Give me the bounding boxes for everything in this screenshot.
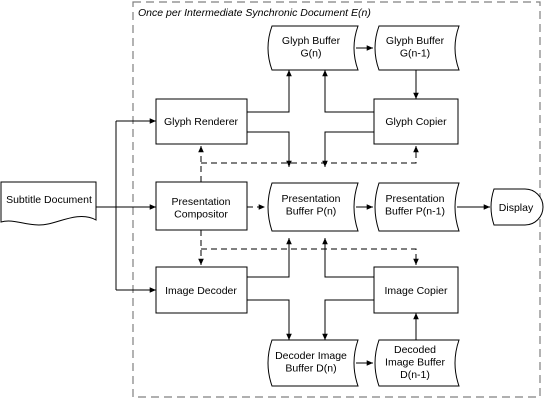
label-line: G(n-1) [400,48,430,60]
edge-renderer-to-glyph-buffer [247,70,292,113]
edge-copier-to-glyph-buffer [322,70,374,113]
label-line: Presentation [386,193,445,205]
label-line: Subtitle Document [6,194,92,206]
image-decoder-label: Image Decoder [165,285,237,297]
label-line: Buffer P(n-1) [385,206,445,218]
edge-decoder-to-decoder-buffer [247,299,292,340]
label-line: Display [499,202,534,214]
label-line: Glyph Renderer [164,116,239,128]
frame-title: Once per Intermediate Synchronic Documen… [138,7,371,19]
label-line: Buffer D(n) [285,363,336,375]
label-line: G(n) [301,48,322,60]
edge-renderer-to-presentation-buffer [247,131,292,167]
control-to-glyph-copier [201,146,419,164]
glyph-renderer-node: Glyph Renderer [155,98,248,145]
glyph-renderer-label: Glyph Renderer [164,116,239,128]
image-decoder-node: Image Decoder [155,266,248,314]
display-node: Display [490,188,544,226]
glyph-copier-node: Glyph Copier [373,98,459,145]
label-line: Decoded [394,344,436,356]
label-line: Image Decoder [165,285,237,297]
dashed-connectors [198,146,419,265]
image-copier-label: Image Copier [384,285,448,297]
control-to-image-copier [201,248,419,265]
display-label: Display [499,202,534,214]
subtitle-document-node: Subtitle Document [0,181,97,226]
label-line: Compositor [174,209,228,221]
label-line: Decoder Image [275,350,347,362]
label-line: Glyph Buffer [282,35,341,47]
subtitle-document-label: Subtitle Document [6,194,92,206]
edge-copier-to-presentation-buffer [322,131,374,167]
edge-image-copier-to-presentation-buffer [322,238,374,278]
label-line: Presentation [172,196,231,208]
edge-image-copier-to-decoder-buffer [322,299,374,340]
label-line: Buffer P(n) [286,206,337,218]
glyph-copier-label: Glyph Copier [385,116,447,128]
label-line: Image Copier [384,285,448,297]
label-line: Presentation [282,193,341,205]
label-line: Glyph Buffer [386,35,445,47]
label-line: D(n-1) [400,369,430,381]
label-line: Image Buffer [385,357,445,369]
label-line: Glyph Copier [385,116,447,128]
edge-decoder-to-presentation-buffer [247,238,292,278]
image-copier-node: Image Copier [373,266,459,314]
solid-connectors [96,45,490,366]
